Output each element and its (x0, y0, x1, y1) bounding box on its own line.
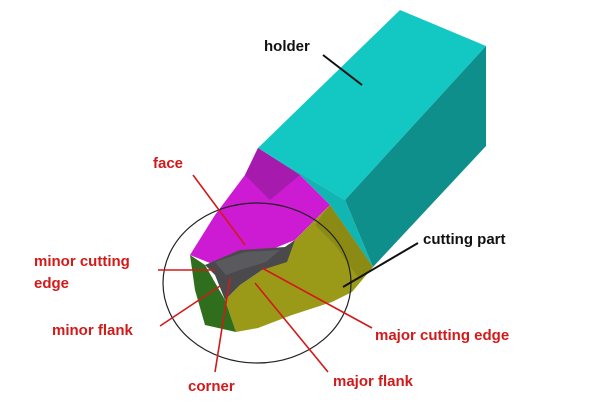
face-left-shade (245, 148, 300, 200)
major-flank-label: major flank (333, 373, 414, 390)
holder-body (258, 10, 486, 267)
minor-cutting-edge-label-line1: minor cutting (34, 253, 130, 270)
cutting-part-label: cutting part (423, 231, 506, 248)
holder-top-face (258, 10, 486, 200)
face-label: face (153, 155, 183, 172)
holder-label: holder (264, 38, 310, 55)
cutting-part-leader (342, 242, 419, 288)
corner-label: corner (188, 378, 235, 395)
corner-leader (214, 277, 231, 373)
minor-flank-leader (159, 285, 221, 327)
major-cutting-edge-label: major cutting edge (375, 327, 509, 344)
major-cutting-edge-leader (261, 267, 373, 329)
minor-cutting-edge-label-line2: edge (34, 275, 69, 292)
face-leader (192, 174, 246, 246)
major-flank-shade (315, 205, 373, 280)
face-region (190, 148, 330, 265)
holder-leader (322, 54, 363, 86)
cutting-tip-highlight (215, 250, 280, 275)
holder-right-face (345, 46, 486, 267)
major-flank-leader (254, 282, 329, 373)
minor-flank-label: minor flank (52, 322, 134, 339)
